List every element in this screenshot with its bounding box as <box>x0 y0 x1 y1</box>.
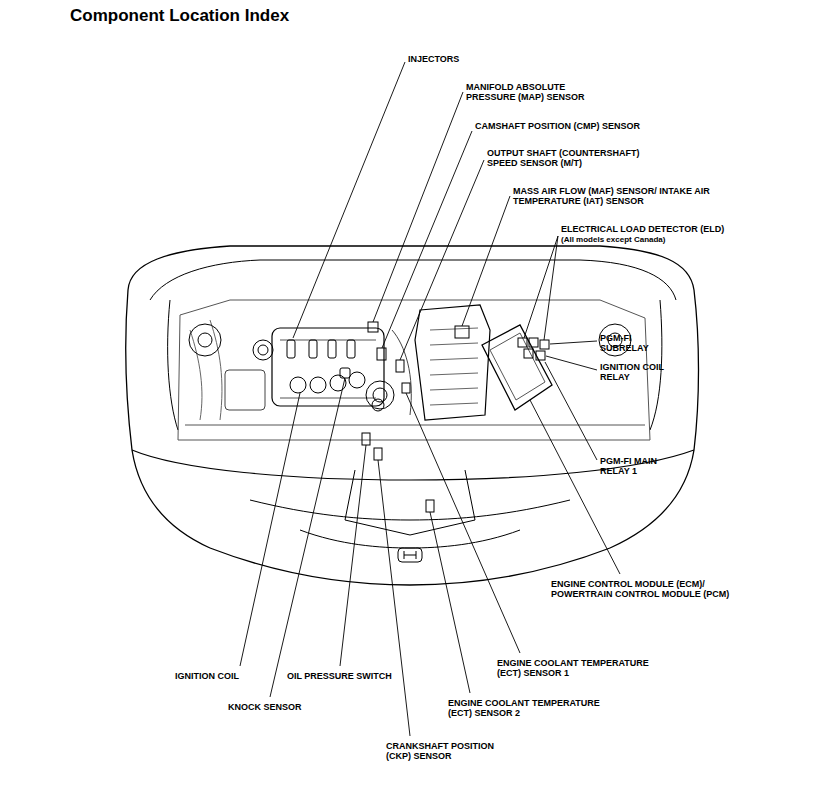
page-title: Component Location Index <box>70 6 289 26</box>
component-label: OIL PRESSURE SWITCH <box>287 671 417 681</box>
component-label: MANIFOLD ABSOLUTE PRESSURE (MAP) SENSOR <box>466 82 596 102</box>
component-label: PGM-FI MAIN RELAY 1 <box>600 456 675 476</box>
component-label: CRANKSHAFT POSITION (CKP) SENSOR <box>386 741 511 761</box>
component-label: INJECTORS <box>408 54 498 64</box>
component-label: PGM-FI SUBRELAY <box>600 333 660 353</box>
component-label: KNOCK SENSOR <box>228 702 328 712</box>
component-label: IGNITION COIL <box>175 671 265 681</box>
component-label: (All models except Canada) <box>561 235 761 245</box>
component-label: ELECTRICAL LOAD DETECTOR (ELD) <box>561 224 781 234</box>
component-label: MASS AIR FLOW (MAF) SENSOR/ INTAKE AIR T… <box>513 186 728 206</box>
component-label: ENGINE CONTROL MODULE (ECM)/ POWERTRAIN … <box>551 579 761 599</box>
component-label: ENGINE COOLANT TEMPERATURE (ECT) SENSOR … <box>497 658 667 678</box>
component-label: CAMSHAFT POSITION (CMP) SENSOR <box>475 121 685 131</box>
component-label: ENGINE COOLANT TEMPERATURE (ECT) SENSOR … <box>448 698 618 718</box>
component-label: OUTPUT SHAFT (COUNTERSHAFT) SPEED SENSOR… <box>487 148 657 168</box>
component-label: IGNITION COIL RELAY <box>600 362 668 382</box>
